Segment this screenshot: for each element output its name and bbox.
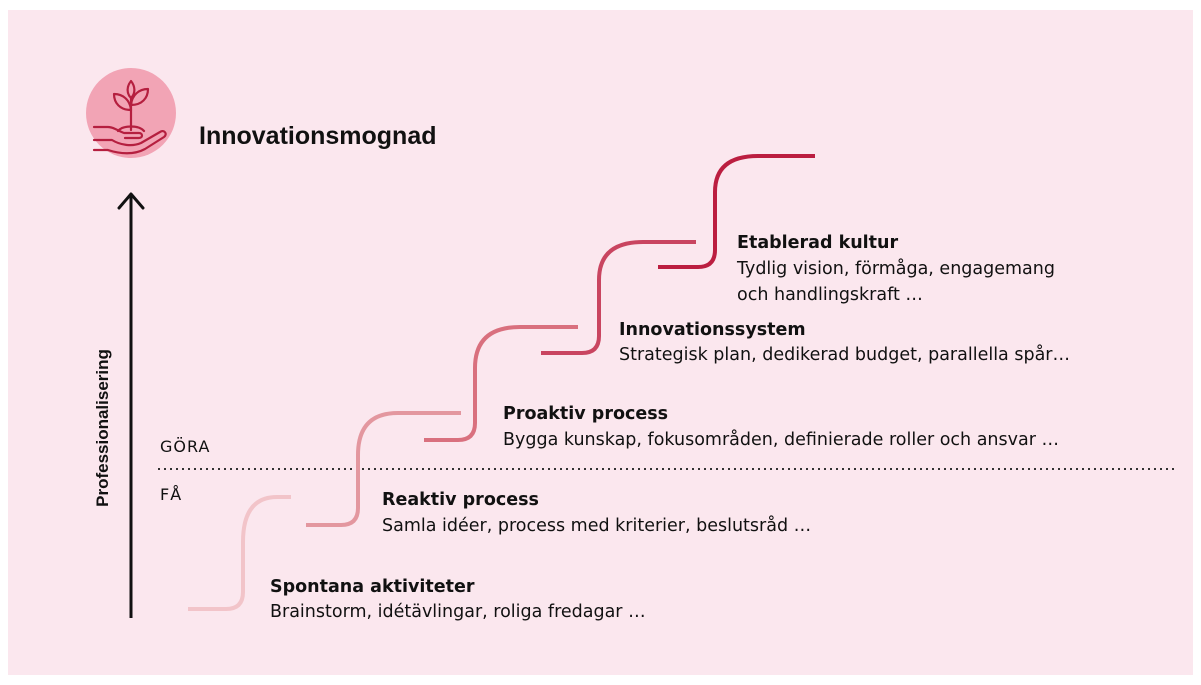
- step-system: [541, 240, 696, 355]
- zone-label-lower: FÅ: [160, 485, 182, 504]
- stage-description: Strategisk plan, dedikerad budget, paral…: [619, 344, 1070, 365]
- stage-title: Innovationssystem: [619, 320, 806, 340]
- arrow-up-icon: [117, 192, 145, 210]
- stage-title: Etablerad kultur: [737, 233, 899, 253]
- maturity-staircase-diagram: Innovationsmognad Professionalisering GÖ…: [86, 68, 1176, 622]
- step-spontaneous: [188, 495, 291, 611]
- diagram-title: Innovationsmognad: [199, 122, 437, 150]
- stage-label-system: Innovationssystem Strategisk plan, dedik…: [619, 320, 1070, 365]
- seedling-in-hand-icon: [86, 68, 176, 158]
- step-proactive: [424, 325, 578, 442]
- stage-description: Bygga kunskap, fokusområden, definierade…: [503, 429, 1059, 450]
- step-culture: [658, 154, 815, 269]
- stage-label-culture: Etablerad kultur Tydlig vision, förmåga,…: [736, 233, 1055, 305]
- stage-title: Proaktiv process: [503, 404, 668, 424]
- stage-description: Tydlig vision, förmåga, engagemang: [736, 258, 1055, 279]
- stage-label-reactive: Reaktiv process Samla idéer, process med…: [382, 490, 811, 536]
- zone-label-upper: GÖRA: [160, 437, 210, 456]
- staircase: [188, 154, 815, 611]
- stage-description: och handlingskraft …: [737, 285, 923, 305]
- diagram-canvas: Innovationsmognad Professionalisering GÖ…: [8, 10, 1193, 675]
- professionalization-axis: [117, 192, 145, 618]
- stage-title: Reaktiv process: [382, 490, 539, 510]
- axis-label: Professionalisering: [93, 349, 112, 507]
- step-reactive: [306, 411, 461, 527]
- stage-title: Spontana aktiviteter: [270, 577, 475, 597]
- stage-label-spontaneous: Spontana aktiviteter Brainstorm, idétävl…: [270, 577, 646, 622]
- stage-description: Samla idéer, process med kriterier, besl…: [382, 515, 811, 536]
- stage-description: Brainstorm, idétävlingar, roliga fredaga…: [270, 602, 646, 622]
- stage-label-proactive: Proaktiv process Bygga kunskap, fokusomr…: [503, 404, 1059, 450]
